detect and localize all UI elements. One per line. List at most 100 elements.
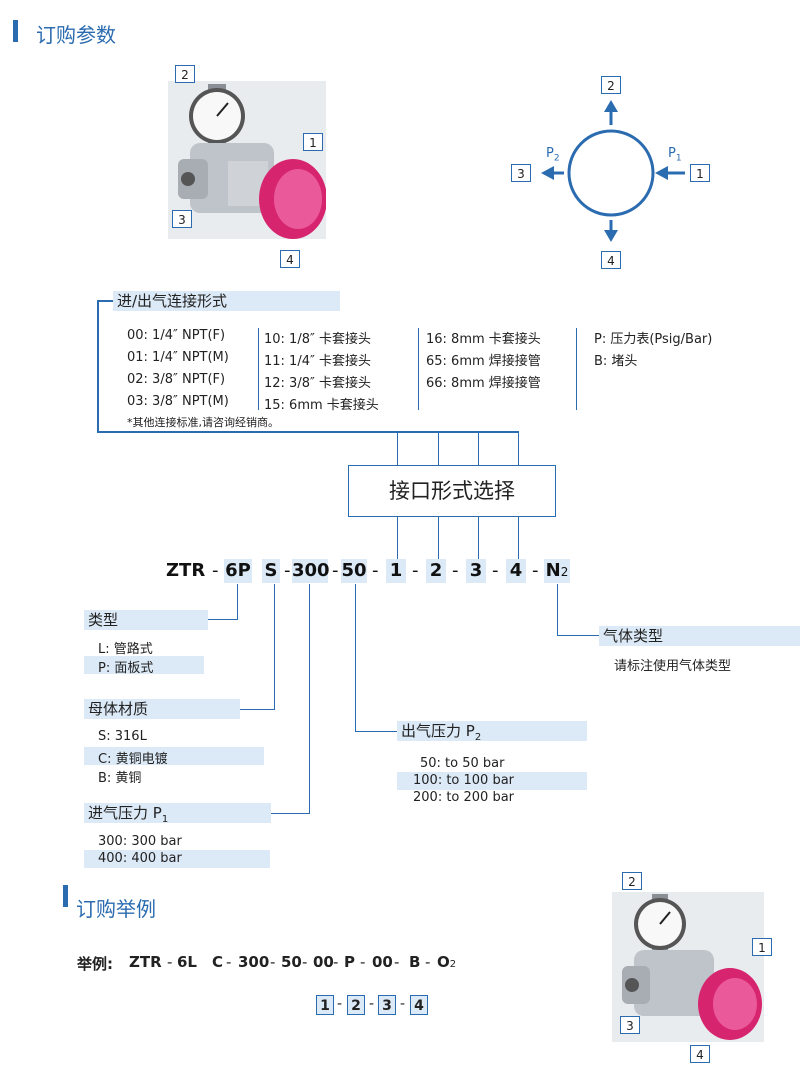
ex-o-sub: 2 (449, 959, 457, 970)
code-dash: - (412, 560, 419, 581)
col-divider (418, 328, 419, 410)
port-select-box: 接口形式选择 (348, 465, 556, 517)
p1-sub: 1 (675, 153, 682, 164)
ex-sub-dash: - (369, 996, 375, 1012)
port-tag-1: 1 (690, 164, 710, 182)
tag-3: 3 (172, 210, 192, 228)
label-p1: P1 (668, 146, 682, 164)
conn-item: 15: 6mm 卡套接头 (264, 398, 379, 413)
outlet-item: 50: to 50 bar (420, 756, 505, 771)
ex-dash: - (360, 953, 366, 971)
code-s: S (262, 559, 280, 583)
tag-2: 2 (175, 65, 195, 83)
code-dash: - (452, 560, 459, 581)
material-row-highlight (84, 747, 264, 765)
connector-inlet (309, 584, 310, 814)
inlet-item: 300: 300 bar (98, 834, 182, 849)
product-photo (168, 81, 327, 239)
material-item: C: 黄铜电镀 (98, 752, 168, 767)
ex-sub-dash: - (400, 996, 406, 1012)
connector-outlet (355, 731, 397, 732)
outlet-header: 出气压力 P2 (397, 721, 587, 743)
ex-00b: 00 (372, 953, 393, 971)
outlet-item: 200: to 200 bar (413, 790, 515, 805)
connector (397, 517, 398, 561)
p2-text: P (546, 146, 554, 161)
conn-item: 02: 3/8″ NPT(F) (127, 372, 226, 387)
conn-item: 66: 8mm 焊接接管 (426, 376, 541, 391)
connector-type (237, 584, 238, 620)
connector-inlet (271, 813, 310, 814)
tag-4: 4 (280, 250, 300, 268)
ex-dash: - (425, 953, 431, 971)
connection-note: *其他连接标准,请咨询经销商。 (127, 416, 279, 429)
connector (438, 517, 439, 561)
bracket-bottom (97, 431, 519, 433)
code-1: 1 (386, 559, 406, 583)
ex-50: 50 (281, 953, 302, 971)
bracket-top (97, 300, 113, 302)
ex-00: 00 (313, 953, 334, 971)
code-dash: - (372, 560, 379, 581)
code-dash: - (532, 560, 539, 581)
connector-material (274, 584, 275, 710)
connector (518, 431, 519, 465)
ex-dash: - (226, 953, 232, 971)
ex-o2: O2 (437, 953, 456, 971)
tag-2-example: 2 (622, 872, 642, 890)
connector (397, 431, 398, 465)
code-300: 300 (292, 559, 330, 583)
ex-dash: - (167, 953, 173, 971)
connector-gas (557, 584, 558, 636)
type-header: 类型 (84, 610, 208, 630)
code-6p: 6P (224, 559, 252, 583)
section-title-order-params: 订购参数 (36, 23, 116, 47)
ex-sub-dash: - (337, 996, 343, 1012)
port-tag-3: 3 (511, 164, 531, 182)
type-row-highlight (84, 656, 204, 674)
gas-note: 请标注使用气体类型 (614, 659, 732, 674)
col-divider (576, 328, 577, 410)
regulator-illustration (168, 81, 327, 239)
outlet-item: 100: to 100 bar (413, 773, 515, 788)
section-marker (13, 20, 18, 42)
label-p2: P2 (546, 146, 560, 164)
code-n: N (545, 560, 561, 581)
product-photo-example (612, 892, 764, 1042)
ex-p: P (344, 953, 355, 971)
conn-item: 11: 1/4″ 卡套接头 (264, 354, 371, 369)
section-title-order-example: 订购举例 (76, 897, 156, 921)
conn-item: 12: 3/8″ 卡套接头 (264, 376, 371, 391)
ex-sub-1: 1 (316, 995, 334, 1015)
conn-item: 16: 8mm 卡套接头 (426, 332, 541, 347)
ex-dash: - (302, 953, 308, 971)
connector-gas (557, 635, 599, 636)
connector (478, 431, 479, 465)
conn-item: P: 压力表(Psig/Bar) (594, 332, 713, 347)
conn-item: 01: 1/4″ NPT(M) (127, 350, 229, 365)
code-3: 3 (466, 559, 486, 583)
ex-sub-2: 2 (347, 995, 365, 1015)
type-item: L: 管路式 (98, 642, 153, 657)
p2-sub: 2 (553, 153, 560, 164)
conn-item: 00: 1/4″ NPT(F) (127, 328, 226, 343)
conn-item: 03: 3/8″ NPT(M) (127, 394, 229, 409)
ex-dash: - (333, 953, 339, 971)
tag-1-example: 1 (752, 938, 772, 956)
material-item: S: 316L (98, 729, 147, 744)
port-diagram (541, 100, 685, 242)
example-label: 举例: (77, 955, 113, 973)
ex-dash: - (270, 953, 276, 971)
outlet-header-sub: 2 (474, 732, 482, 743)
ex-ztr: ZTR (129, 953, 162, 971)
code-ztr: ZTR (166, 560, 206, 581)
conn-item: 65: 6mm 焊接接管 (426, 354, 541, 369)
connector-material (240, 709, 275, 710)
ex-6l: 6L (177, 953, 197, 971)
connector-outlet (355, 584, 356, 732)
col-divider (258, 328, 259, 410)
outlet-row-highlight (397, 772, 587, 790)
port-tag-2: 2 (601, 76, 621, 94)
material-item: B: 黄铜 (98, 771, 142, 786)
regulator-illustration (612, 892, 764, 1042)
